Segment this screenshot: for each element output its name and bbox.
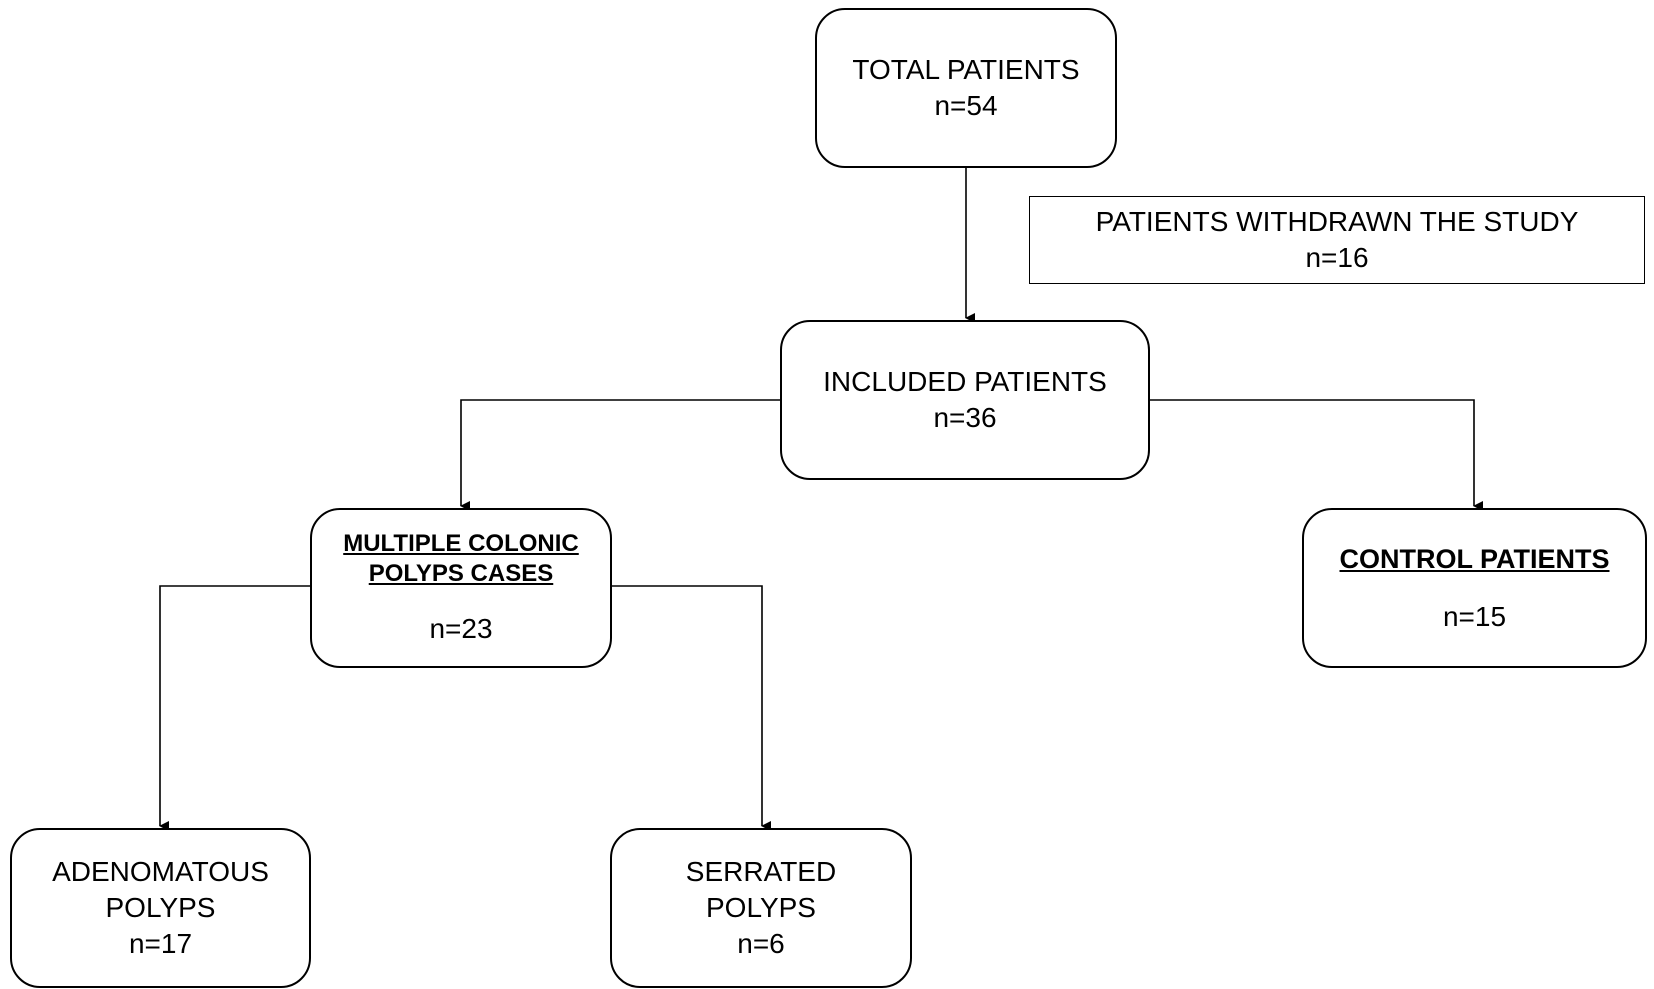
arrow-multiple-to-serrated	[612, 585, 771, 831]
arrow-multiple-to-adenomatous	[159, 585, 310, 831]
total-patients-count: n=54	[934, 90, 998, 121]
multiple-colonic-polyps-title-line2: POLYPS CASES	[368, 560, 554, 587]
withdrawn-patients-box: PATIENTS WITHDRAWN THE STUDY n=16	[1029, 196, 1645, 284]
serrated-polyps-title-line1: SERRATED	[685, 856, 837, 887]
control-patients-title: CONTROL PATIENTS	[1339, 544, 1610, 574]
multiple-colonic-polyps-count: n=23	[429, 613, 493, 644]
adenomatous-polyps-title-line2: POLYPS	[105, 892, 216, 923]
adenomatous-polyps-title-line1: ADENOMATOUS	[52, 856, 269, 887]
control-patients-box: CONTROL PATIENTS n=15	[1302, 508, 1647, 668]
adenomatous-polyps-count: n=17	[128, 928, 193, 959]
serrated-polyps-box: SERRATED POLYPS n=6	[610, 828, 912, 988]
withdrawn-patients-title: PATIENTS WITHDRAWN THE STUDY	[1095, 206, 1579, 237]
total-patients-box: TOTAL PATIENTS n=54	[815, 8, 1117, 168]
multiple-colonic-polyps-box: MULTIPLE COLONIC POLYPS CASES n=23	[310, 508, 612, 668]
included-patients-box: INCLUDED PATIENTS n=36	[780, 320, 1150, 480]
multiple-colonic-polyps-title-line1: MULTIPLE COLONIC	[343, 530, 579, 557]
arrow-included-to-multiple	[460, 399, 780, 511]
serrated-polyps-title-line2: POLYPS	[706, 892, 816, 923]
arrow-included-to-control	[1150, 399, 1483, 511]
total-patients-title: TOTAL PATIENTS	[852, 54, 1080, 85]
serrated-polyps-count: n=6	[737, 928, 785, 959]
included-patients-title: INCLUDED PATIENTS	[823, 366, 1107, 397]
withdrawn-patients-count: n=16	[1305, 242, 1369, 273]
control-patients-count: n=15	[1442, 601, 1507, 632]
included-patients-count: n=36	[933, 402, 997, 433]
adenomatous-polyps-box: ADENOMATOUS POLYPS n=17	[10, 828, 311, 988]
